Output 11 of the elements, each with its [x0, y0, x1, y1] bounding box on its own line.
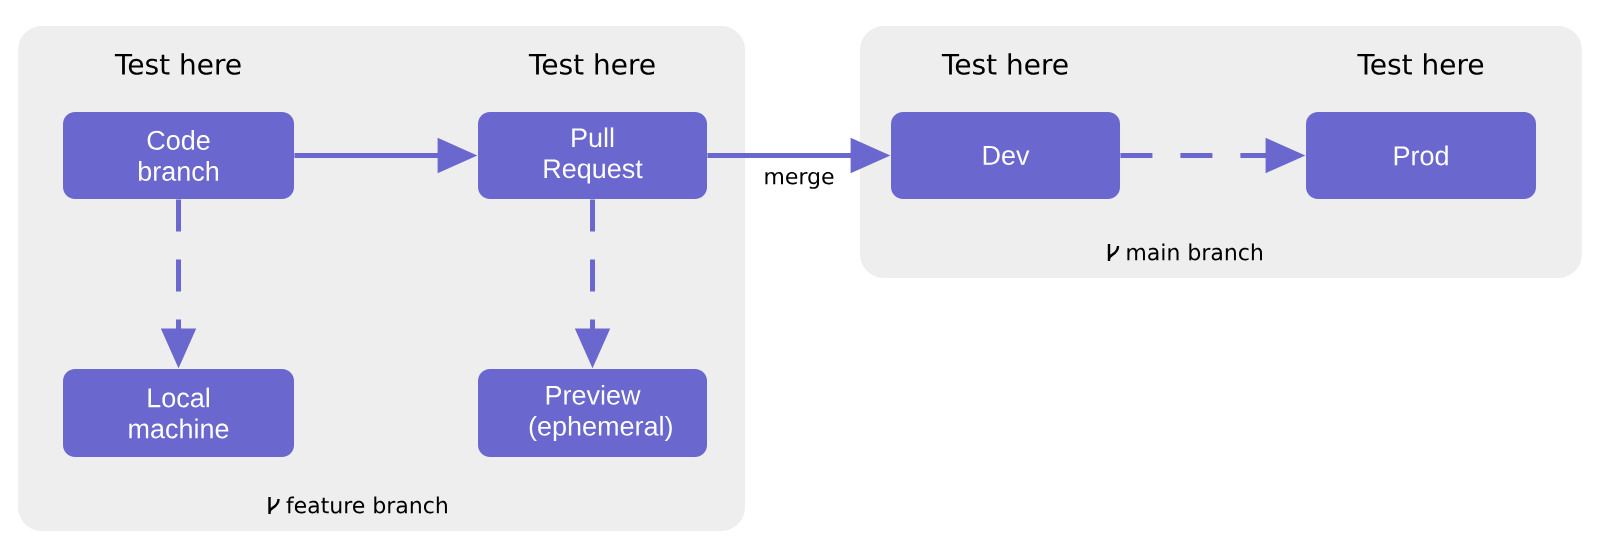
process-box: Prod	[1306, 112, 1536, 199]
heading: Test here	[941, 53, 1068, 75]
edge-label: merge	[765, 171, 834, 189]
process-box: Code branch	[63, 112, 294, 199]
heading: Test here	[1357, 53, 1484, 75]
heading: Test here	[528, 53, 655, 75]
process-box: Pull Request	[478, 112, 707, 199]
process-box: Preview (ephemeral)	[478, 369, 707, 457]
process-box: Dev	[891, 112, 1120, 199]
heading: Test here	[114, 53, 241, 75]
process-box: Local machine	[63, 369, 294, 457]
